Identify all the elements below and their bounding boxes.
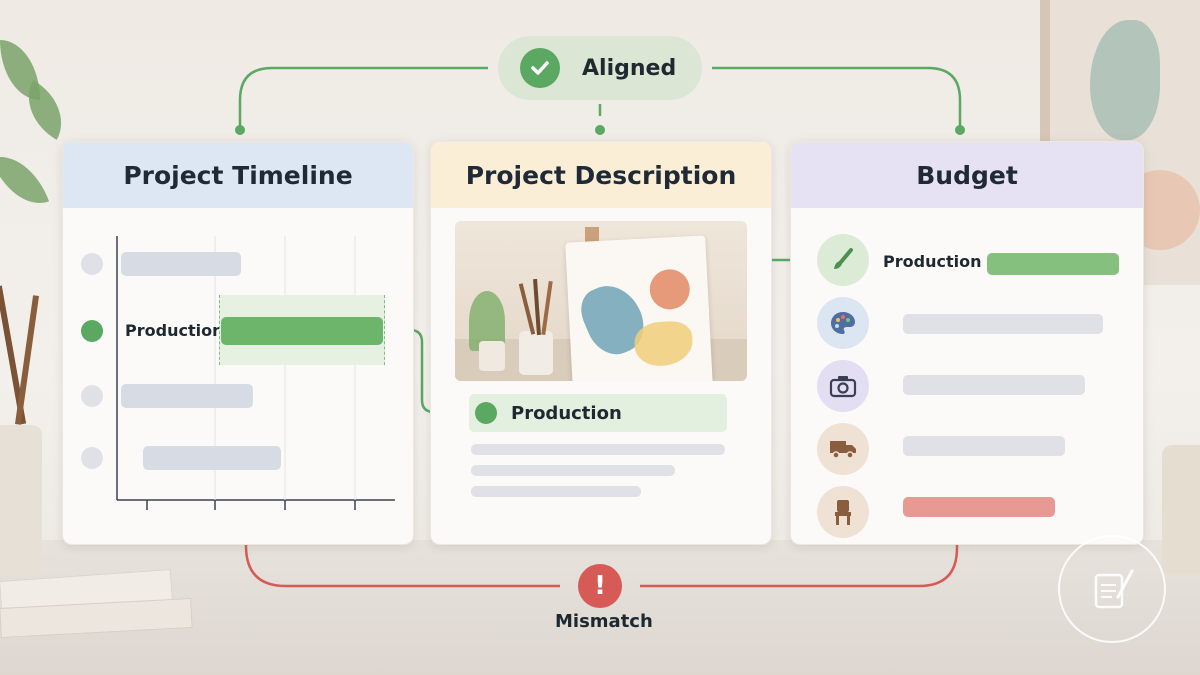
- timeline-bar: [121, 384, 253, 408]
- flow-connector-timeline-description: [388, 328, 462, 414]
- timeline-card-title: Project Timeline: [63, 142, 413, 208]
- alert-icon: !: [578, 564, 622, 608]
- palette-icon: [817, 297, 869, 349]
- timeline-row-dot: [81, 253, 103, 275]
- paintbrush-icon: [817, 234, 869, 286]
- text-line-placeholder: [471, 465, 675, 476]
- timeline-row-dot: [81, 447, 103, 469]
- budget-card: Budget Production: [790, 141, 1144, 545]
- truck-icon: [817, 423, 869, 475]
- budget-over-bar: [903, 497, 1055, 517]
- connector-dot: [955, 125, 965, 135]
- aligned-label: Aligned: [582, 55, 677, 81]
- budget-bar: [903, 314, 1103, 334]
- camera-icon: [817, 360, 869, 412]
- connector-dot: [235, 125, 245, 135]
- budget-production-label: Production: [883, 252, 982, 271]
- timeline-row-dot-active: [81, 320, 103, 342]
- timeline-production-label: Production: [125, 321, 224, 340]
- aligned-connector-right: [712, 66, 962, 130]
- mismatch-connector-left: [244, 518, 560, 588]
- check-icon: [520, 48, 560, 88]
- budget-bar: [903, 436, 1065, 456]
- description-production-label: Production: [511, 402, 622, 424]
- text-line-placeholder: [471, 444, 725, 455]
- budget-card-title: Budget: [791, 142, 1143, 208]
- text-line-placeholder: [471, 486, 641, 497]
- brush-cup: [1162, 445, 1200, 575]
- mismatch-label: Mismatch: [555, 611, 653, 632]
- aligned-status-pill: Aligned: [498, 36, 702, 100]
- budget-bar: [903, 375, 1085, 395]
- production-bar: [221, 317, 383, 345]
- project-description-card: Project Description Production: [430, 141, 772, 545]
- chair-icon: [817, 486, 869, 538]
- watermark-logo: [1058, 535, 1166, 643]
- description-production-row: Production: [469, 394, 727, 432]
- project-timeline-card: Project Timeline Production: [62, 141, 414, 545]
- aligned-connector-left: [238, 66, 488, 130]
- budget-production-bar: [987, 253, 1119, 275]
- production-dot: [475, 402, 497, 424]
- timeline-bar: [121, 252, 241, 276]
- brush-cup: [0, 425, 42, 575]
- easel-painting-image: [455, 221, 747, 381]
- description-card-title: Project Description: [431, 142, 771, 208]
- timeline-bar: [143, 446, 281, 470]
- connector-dot: [595, 125, 605, 135]
- timeline-row-dot: [81, 385, 103, 407]
- mismatch-connector-right: [640, 518, 959, 588]
